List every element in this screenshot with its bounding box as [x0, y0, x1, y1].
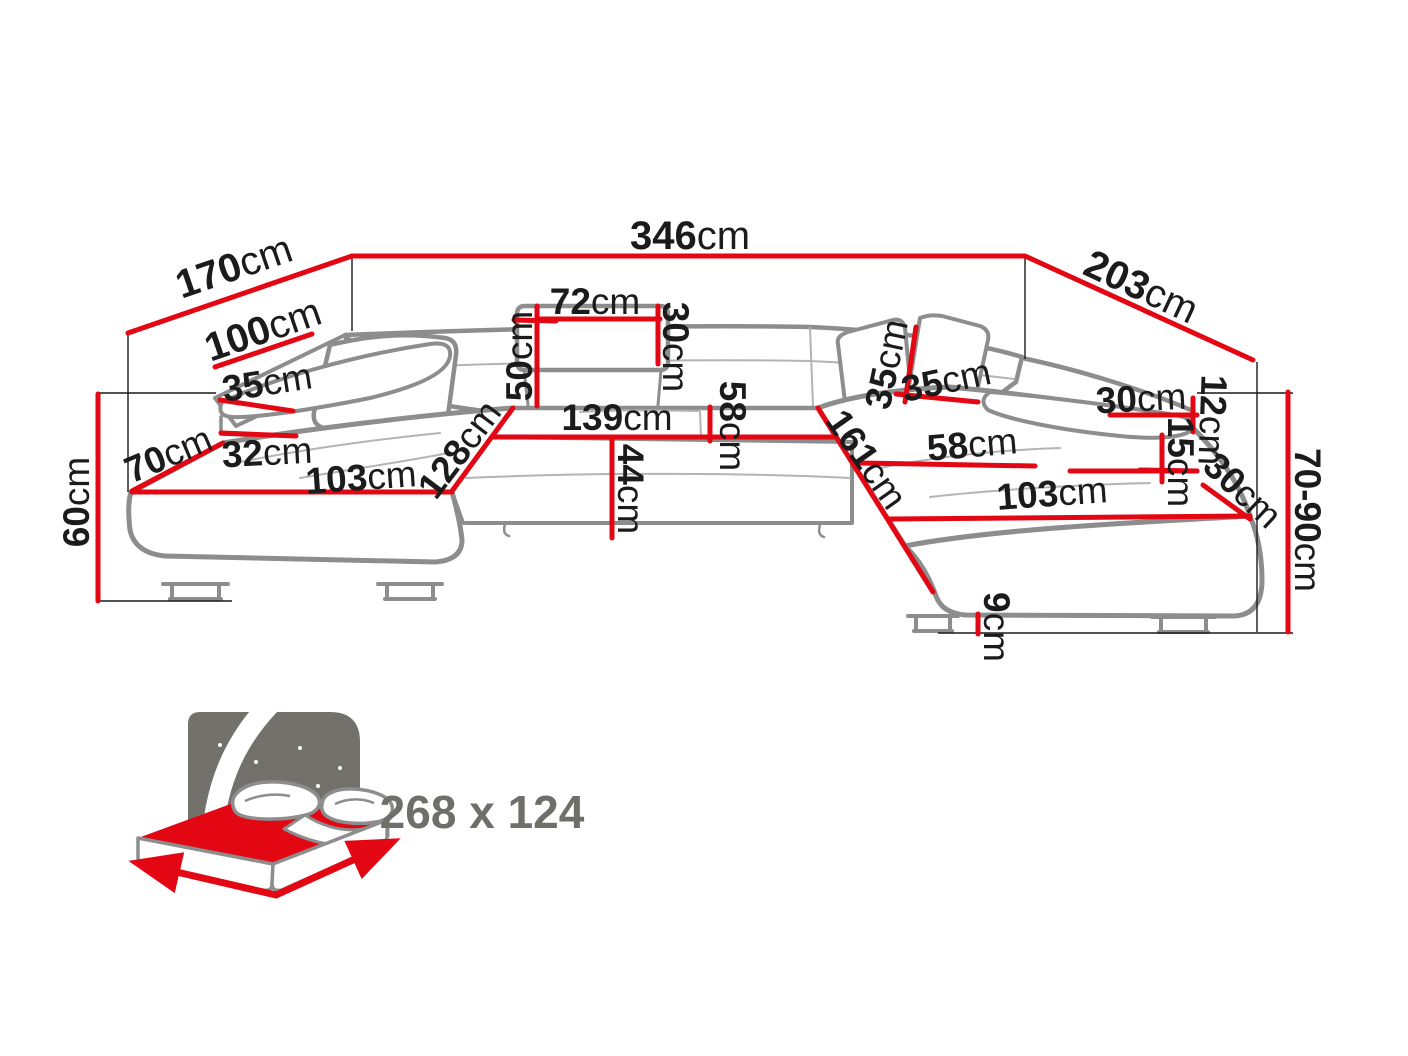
- bed-pillow-fold-right: [334, 798, 375, 806]
- dim-label-center-width: 139cm: [561, 397, 672, 438]
- dim-label-seat-height: 60cm: [56, 457, 97, 547]
- dim-label-back-width: 346cm: [630, 214, 750, 258]
- dim-label-left-arm-height: 35cm: [219, 355, 315, 410]
- sofa-line-art: [126, 303, 1265, 634]
- dim-line-left-arm-length: [212, 331, 315, 370]
- sofa-right-arm-pad: [981, 390, 1196, 440]
- sofa-center-front-seam: [465, 472, 851, 479]
- dim-line-left-chaise-depth: [449, 405, 516, 494]
- sofa-legs: [161, 522, 1217, 634]
- dim-label-left-arm-top: 32cm: [221, 429, 314, 475]
- dim-label-right-arm-top-a: 12cm: [1191, 374, 1235, 466]
- sofa-right-arm-outer: [1190, 425, 1253, 519]
- sofa-left-arm-pad: [218, 341, 453, 420]
- dimension-guides: [98, 258, 1293, 634]
- sofa-center-seat-seam: [579, 409, 702, 440]
- dim-line-right-chaise-length: [887, 513, 1253, 522]
- sofa-left-chaise-front: [126, 489, 465, 565]
- sofa-right-chaise-seam-2: [929, 482, 1151, 498]
- dim-label-left-chaise-length: 103cm: [304, 453, 418, 502]
- dim-label-right-headrest-width: 35cm: [897, 351, 994, 410]
- dimension-lines: [95, 253, 1291, 637]
- sleeping-area-icon: 268 x 124: [128, 696, 1028, 1056]
- dim-label-headrest-height: 30cm: [656, 302, 697, 392]
- dim-line-chaise-left-width: [129, 440, 226, 494]
- dim-line-right-depth: [1022, 253, 1256, 363]
- sofa-right-arm-top-edge: [1019, 355, 1196, 414]
- star-field: [218, 719, 1028, 1056]
- dim-label-right-arm-inner: 30cm: [1095, 375, 1188, 421]
- dim-label-seat-front-height: 44cm: [611, 444, 652, 534]
- dim-label-seat-depth-center: 58cm: [713, 381, 754, 471]
- dim-line-left-depth: [125, 253, 355, 336]
- sofa-back-seam-vert: [809, 327, 814, 407]
- dim-line-seat-depth-right: [855, 460, 1038, 469]
- bed-dimension-arrow: [128, 838, 401, 899]
- dim-line-right-chaise-depth: [815, 405, 936, 595]
- dim-line-left-arm-height: [217, 397, 296, 414]
- dim-label-seat-depth-right: 58cm: [925, 420, 1019, 469]
- dim-label-headrest-width: 72cm: [550, 281, 640, 322]
- dim-line-right-headrest-width: [893, 391, 981, 405]
- dim-line-left-arm-top: [218, 430, 299, 439]
- bed-pillow-left: [230, 780, 322, 821]
- dim-label-right-headrest-height: 35cm: [857, 315, 916, 412]
- sofa-headrest-posts: [522, 368, 663, 407]
- sofa-left-chaise-top: [129, 405, 516, 495]
- dim-label-right-depth: 203cm: [1077, 242, 1204, 333]
- dim-label-right-chaise-length: 103cm: [995, 469, 1109, 518]
- dim-label-backrest-height: 50cm: [499, 311, 540, 401]
- sofa-left-chaise-seam-2: [299, 452, 449, 479]
- dim-label-leg-height: 9cm: [977, 592, 1018, 662]
- bed-pillow-right: [320, 787, 395, 826]
- dim-line-right-corner: [1200, 482, 1253, 522]
- bed-pillow-fold-left: [244, 793, 291, 803]
- dim-label-right-arm-top-b: 15cm: [1161, 417, 1202, 507]
- sofa-left-chaise-seam-1: [239, 432, 441, 463]
- sleeping-area-size: 268 x 124: [380, 786, 585, 838]
- sofa-right-chaise-front: [902, 513, 1265, 619]
- dim-line-right-headrest-height: [902, 324, 919, 405]
- dim-label-total-height: 70-90cm: [1288, 448, 1329, 592]
